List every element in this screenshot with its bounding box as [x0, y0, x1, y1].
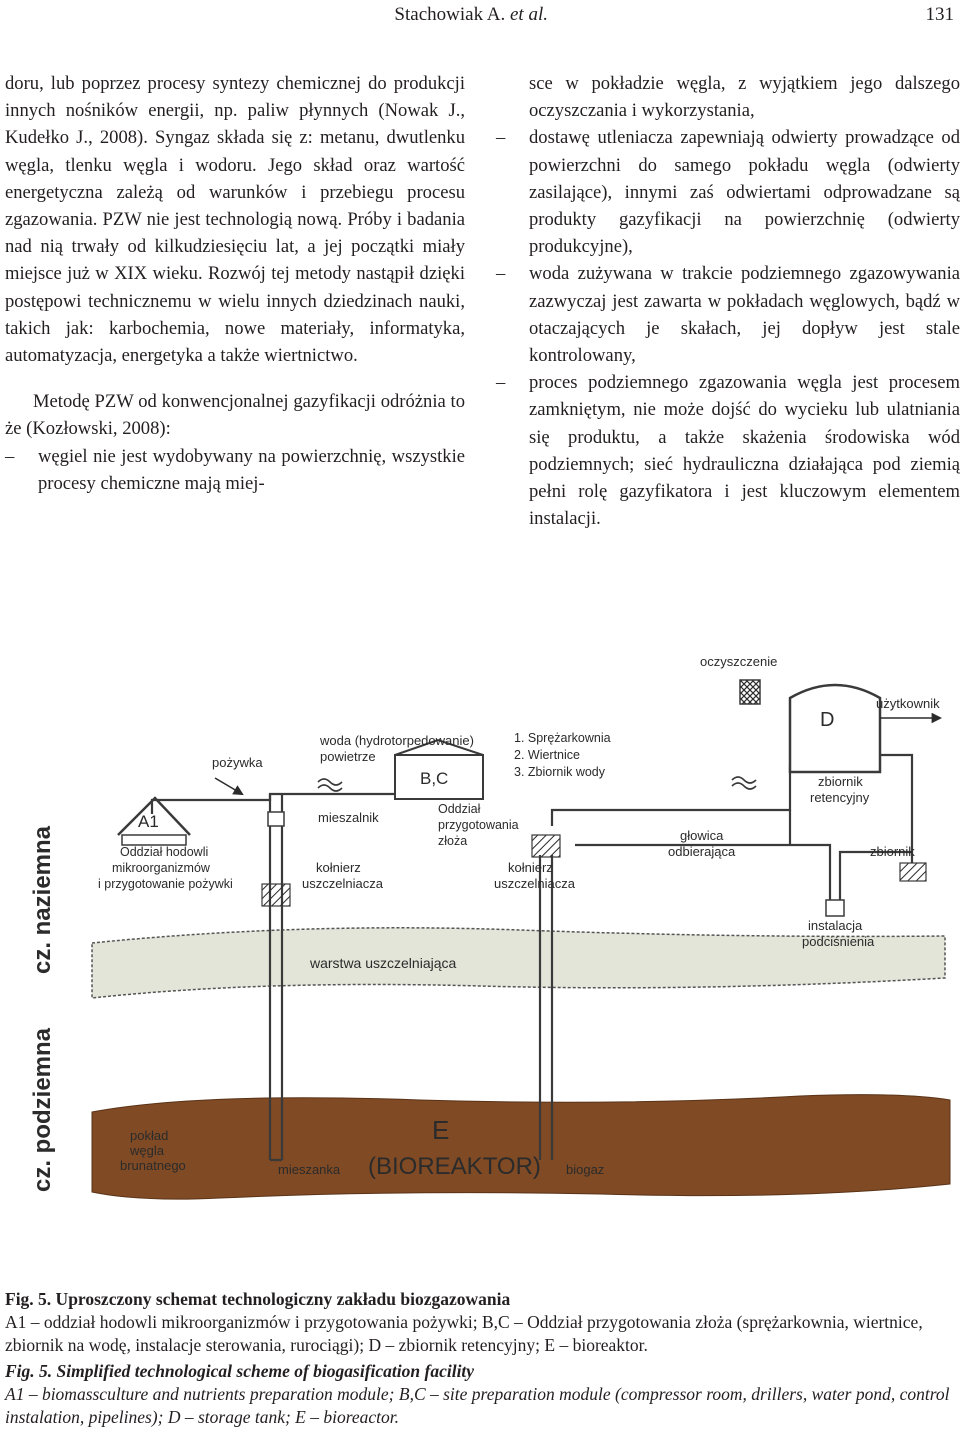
water-label: woda (hydrotorpedowanie) [319, 733, 474, 748]
left-flange [261, 883, 291, 907]
air-label: powietrze [320, 749, 376, 764]
author-etal: et al. [510, 4, 548, 25]
mixer [267, 811, 285, 827]
bc-list-2: 2. Wiertnice [514, 748, 580, 762]
left-column: doru, lub poprzez procesy syntezy chemic… [5, 70, 465, 497]
list-dash: – [496, 263, 506, 285]
caption-en-body: A1 – biomassculture and nutrients prepar… [5, 1384, 950, 1427]
running-head: Stachowiak A. et al. 131 [0, 0, 960, 34]
head-label-line-2: odbierająca [668, 844, 736, 859]
a1-desc-line-2: mikroorganizmów [112, 861, 211, 875]
bioreactor-label: (BIOREAKTOR) [368, 1153, 541, 1180]
small-tank-label: zbiornik [870, 844, 915, 859]
tank-d: D [788, 683, 882, 774]
page-number: 131 [925, 4, 955, 25]
mixer-label: mieszalnik [318, 810, 379, 825]
nutrient-arrow [214, 777, 244, 796]
retention-tank-label-line-2: retencyjny [810, 790, 870, 805]
retention-tank-label-line-1: zbiornik [818, 774, 863, 789]
caption-pl-title: Fig. 5. Uproszczony schemat technologicz… [5, 1289, 511, 1309]
bioreactor-e-label: E [432, 1115, 449, 1145]
list-dash: – [496, 372, 506, 394]
coal-seam [91, 1094, 951, 1200]
tank-d-label: D [820, 709, 834, 731]
left-paragraph-2: Metodę PZW od konwencjonalnej gazyfikacj… [5, 391, 465, 440]
bc-building: B,C [394, 738, 484, 800]
zone-surface-label: cz. naziemna [29, 825, 56, 974]
figure-caption: Fig. 5. Uproszczony schemat technologicz… [5, 1288, 955, 1429]
right-flange [531, 834, 561, 858]
coal-seam-label: pokład węgla brunatnego [120, 1128, 186, 1173]
list-item-1-continuation: sce w pokładzie węgla, z wyjątkiem jego … [529, 73, 960, 122]
list-item-4: – proces podziemnego zgazowania węgla je… [496, 369, 960, 532]
nutrient-label: pożywka [212, 755, 263, 770]
list-dash: – [496, 127, 506, 149]
a1-desc-line-1: Oddział hodowli [120, 845, 208, 859]
list-item-1-text: węgiel nie jest wydobywany na powierzchn… [38, 445, 465, 494]
right-flange-label: kołnierz uszczelniacza [494, 860, 576, 891]
vacuum-installation-label: instalacja podciśnienia [802, 918, 875, 949]
figure-biogasification-scheme: cz. naziemna cz. podziemna warstwa uszcz… [0, 600, 960, 1280]
bc-list-1: 1. Sprężarkownia [514, 731, 611, 745]
pipes [150, 753, 914, 1162]
list-item-1-continued: sce w pokładzie węgla, z wyjątkiem jego … [496, 70, 960, 124]
head-label-line-1: głowica [680, 828, 724, 843]
vacuum-label-line-2: podciśnienia [802, 934, 875, 949]
bc-label: B,C [420, 769, 448, 788]
a1-description: Oddział hodowli mikroorganizmów i przygo… [98, 845, 233, 891]
list-item-1: – węgiel nie jest wydobywany na powierzc… [5, 443, 465, 497]
bc-desc-line-2: przygotowania [438, 818, 519, 832]
bc-description: Oddział przygotowania złoża [438, 802, 519, 848]
left-flange-label-line-2: uszczelniacza [302, 876, 384, 891]
author-name: Stachowiak A. [394, 4, 510, 25]
bc-list-3: 3. Zbiornik wody [514, 765, 606, 779]
sealing-layer [91, 927, 946, 999]
coal-seam-label-line-2: węgla [129, 1143, 165, 1158]
list-item-2-text: dostawę utleniacza zapewniają odwierty p… [529, 127, 960, 258]
paragraph-gap [5, 369, 465, 388]
caption-pl-body: A1 – oddział hodowli mikroorganizmów i p… [5, 1312, 923, 1355]
coal-seam-label-line-1: pokład [130, 1128, 168, 1143]
retention-tank-label: zbiornik retencyjny [810, 774, 870, 805]
biogas-label: biogaz [566, 1162, 604, 1177]
bc-desc-line-3: złoża [438, 834, 467, 848]
small-tank [899, 862, 927, 882]
a1-label: A1 [138, 812, 159, 831]
running-head-author: Stachowiak A. et al. [394, 4, 548, 26]
right-column: sce w pokładzie węgla, z wyjątkiem jego … [496, 70, 960, 532]
vacuum-label-line-1: instalacja [808, 918, 863, 933]
zone-underground-label: cz. podziemna [29, 1027, 56, 1192]
user-label: użytkownik [876, 696, 940, 711]
vacuum-installation [825, 899, 845, 917]
left-flange-label: kołnierz uszczelniacza [302, 860, 384, 891]
list-dash: – [5, 445, 15, 467]
filter [739, 679, 761, 705]
list-item-3-text: woda zużywana w trakcie podziemnego zgaz… [529, 263, 960, 367]
scheme-diagram: cz. naziemna cz. podziemna warstwa uszcz… [29, 654, 951, 1200]
caption-en-title: Fig. 5. Simplified technological scheme … [5, 1361, 475, 1381]
air-water-symbols [317, 776, 757, 792]
sealing-layer-label: warstwa uszczelniająca [309, 955, 456, 971]
right-flange-label-line-2: uszczelniacza [494, 876, 576, 891]
list-item-3: – woda zużywana w trakcie podziemnego zg… [496, 260, 960, 369]
bc-list: 1. Sprężarkownia 2. Wiertnice 3. Zbiorni… [514, 731, 611, 779]
left-flange-label-line-1: kołnierz [316, 860, 361, 875]
left-paragraph-1: doru, lub poprzez procesy syntezy chemic… [5, 73, 465, 367]
purification-label: oczyszczenie [700, 654, 777, 669]
a1-building: A1 [117, 796, 191, 846]
right-flange-label-line-1: kołnierz [508, 860, 553, 875]
coal-seam-label-line-3: brunatnego [120, 1158, 186, 1173]
bc-desc-line-1: Oddział [438, 802, 481, 816]
list-item-2: – dostawę utleniacza zapewniają odwierty… [496, 124, 960, 260]
list-item-4-text: proces podziemnego zgazowania węgla jest… [529, 372, 960, 530]
receiving-head-label: głowica odbierająca [668, 828, 736, 859]
mixture-label: mieszanka [278, 1162, 341, 1177]
a1-desc-line-3: i przygotowanie pożywki [98, 877, 233, 891]
